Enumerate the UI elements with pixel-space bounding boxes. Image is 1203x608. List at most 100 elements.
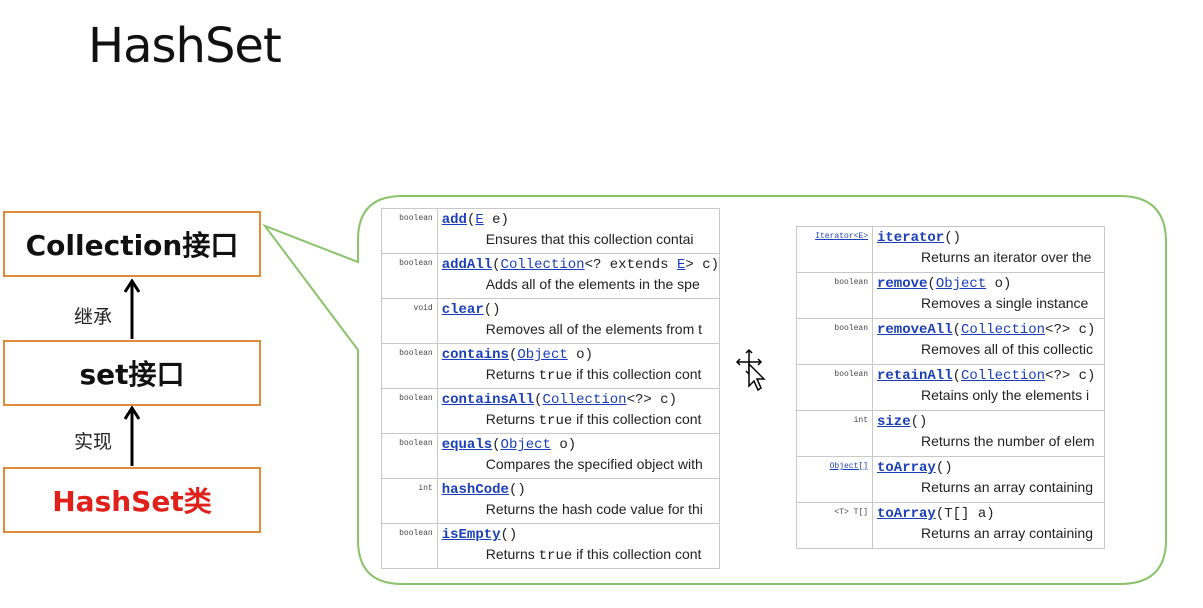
method-name-link[interactable]: iterator	[877, 230, 945, 246]
signature-text: e)	[483, 212, 509, 228]
method-signature: retainAll(Collection<?> c)	[877, 368, 1104, 384]
method-name-link[interactable]: size	[877, 414, 911, 430]
return-type: boolean	[381, 343, 438, 389]
type-link[interactable]: Collection	[961, 368, 1046, 384]
method-name-link[interactable]: toArray	[877, 460, 936, 476]
method-signature: toArray()	[877, 460, 1104, 476]
method-description: Retains only the elements i	[877, 387, 1104, 403]
signature-text: > c)	[685, 257, 719, 273]
type-link[interactable]: E	[676, 257, 686, 273]
method-description: Removes all of the elements from t	[442, 321, 719, 337]
page-title: HashSet	[88, 18, 282, 74]
method-description: Returns true if this collection cont	[442, 411, 719, 429]
type-link[interactable]: Object	[517, 347, 568, 363]
method-name-link[interactable]: equals	[441, 437, 493, 453]
method-description: Returns an iterator over the	[877, 249, 1104, 265]
right-method-table: Iterator<E>iterator()Returns an iterator…	[796, 226, 1105, 549]
method-name-link[interactable]: hashCode	[441, 482, 509, 498]
method-name-link[interactable]: containsAll	[441, 392, 535, 408]
description-text: Returns	[485, 366, 539, 382]
return-type: int	[796, 410, 873, 457]
description-text: Removes all of this collectic	[921, 341, 1093, 357]
set-interface-box: set接口	[3, 340, 261, 406]
signature-text: (	[952, 368, 962, 384]
type-link[interactable]: Object	[500, 437, 551, 453]
method-description: Returns an array containing	[877, 479, 1104, 495]
return-type: boolean	[381, 388, 438, 434]
method-signature: add(E e)	[442, 212, 719, 228]
method-signature: addAll(Collection<? extends E> c)	[442, 257, 719, 273]
return-type: boolean	[796, 364, 873, 411]
hashset-class-box: HashSet类	[3, 467, 261, 533]
method-name-link[interactable]: remove	[877, 276, 928, 292]
return-type[interactable]: Object[]	[796, 456, 873, 503]
signature-text: ()	[935, 460, 953, 476]
description-text: Adds all of the elements in the spe	[485, 276, 700, 292]
method-signature: removeAll(Collection<?> c)	[877, 322, 1104, 338]
return-type: <T> T[]	[796, 502, 873, 549]
description-text: Returns an iterator over the	[921, 249, 1092, 265]
method-signature: toArray(T[] a)	[877, 506, 1104, 522]
signature-text: ()	[508, 482, 526, 498]
type-link[interactable]: Collection	[961, 322, 1046, 338]
signature-text: (	[492, 257, 501, 273]
signature-text: ()	[910, 414, 928, 430]
method-name-link[interactable]: add	[441, 212, 467, 228]
signature-text: <? extends	[584, 257, 677, 273]
return-type: boolean	[381, 523, 438, 569]
signature-text: ()	[500, 527, 518, 543]
description-text: if this collection cont	[572, 366, 702, 382]
return-type: void	[381, 298, 438, 344]
type-link[interactable]: Collection	[500, 257, 585, 273]
description-text: Compares the specified object with	[485, 456, 703, 472]
type-link[interactable]: Object	[935, 276, 987, 292]
method-signature: remove(Object o)	[877, 276, 1104, 292]
description-text: if this collection cont	[572, 546, 702, 562]
signature-text: (	[952, 322, 962, 338]
method-name-link[interactable]: removeAll	[877, 322, 953, 338]
method-description: Returns the number of elem	[877, 433, 1104, 449]
return-type: boolean	[796, 318, 873, 365]
method-description: Removes a single instance	[877, 295, 1104, 311]
method-description: Ensures that this collection contai	[442, 231, 719, 247]
method-row: <T> T[]toArray(T[] a)Returns an array co…	[796, 502, 1105, 549]
return-type: boolean	[796, 272, 873, 319]
return-type: int	[381, 478, 438, 524]
method-description: Removes all of this collectic	[877, 341, 1104, 357]
method-name-link[interactable]: contains	[441, 347, 509, 363]
implement-arrow-icon	[124, 406, 140, 466]
method-name-link[interactable]: isEmpty	[441, 527, 501, 543]
method-name-link[interactable]: clear	[441, 302, 484, 318]
collection-interface-box: Collection接口	[3, 211, 261, 277]
signature-text: <?> c)	[626, 392, 677, 408]
description-text: if this collection cont	[572, 411, 702, 427]
return-type[interactable]: Iterator<E>	[796, 226, 873, 273]
code-keyword: true	[538, 368, 573, 384]
return-type: boolean	[381, 253, 438, 299]
method-signature: contains(Object o)	[442, 347, 719, 363]
method-row: Iterator<E>iterator() Returns an iterator…	[796, 226, 1105, 273]
type-link[interactable]: E	[475, 212, 484, 228]
method-signature: iterator()	[877, 230, 1104, 246]
signature-text: (	[466, 212, 476, 228]
method-name-link[interactable]: toArray	[877, 506, 936, 522]
signature-text: o)	[550, 437, 577, 453]
method-signature: equals(Object o)	[442, 437, 719, 453]
method-name-link[interactable]: addAll	[441, 257, 493, 273]
method-signature: size()	[877, 414, 1104, 430]
type-link[interactable]: Collection	[542, 392, 627, 408]
signature-text: (T[] a)	[935, 506, 995, 522]
method-name-link[interactable]: retainAll	[877, 368, 953, 384]
code-keyword: true	[538, 413, 573, 429]
method-description: Returns the hash code value for thi	[442, 501, 719, 517]
